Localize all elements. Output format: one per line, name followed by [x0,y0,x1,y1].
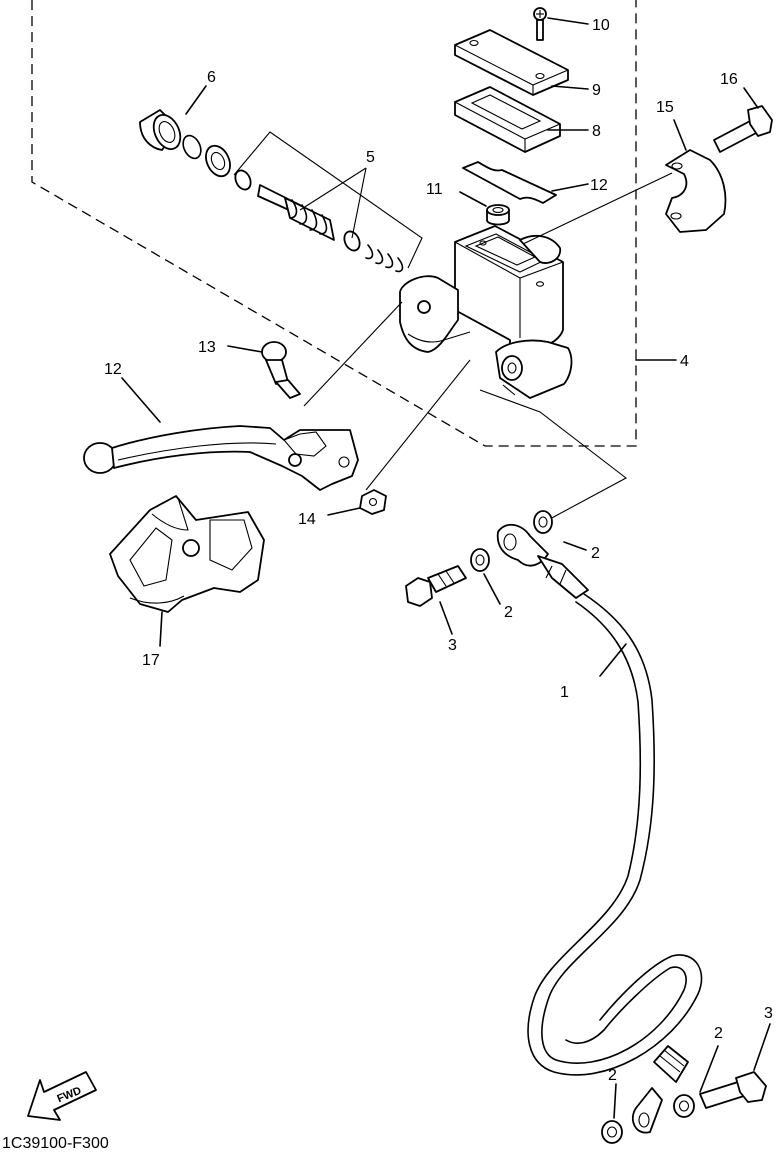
callout-2-d: 2 [608,1067,617,1084]
part-nut [327,489,387,516]
part-lever-cover [109,495,265,647]
part-lower-union [601,1023,771,1144]
part-diaphragm [462,161,589,204]
part-screw [533,7,589,41]
callout-2-a: 2 [591,545,600,562]
callout-7: 8 [592,123,601,140]
callout-3-b: 3 [764,1005,773,1022]
callout-labels: 10 9 8 12 11 6 5 15 16 4 13 12 14 17 2 2… [104,17,773,1084]
part-master-cylinder-body [399,225,573,399]
callout-8: 9 [592,82,601,99]
callout-4: 4 [680,353,689,370]
callout-12: 12 [104,361,122,378]
part-pivot-bolt [227,341,301,399]
callout-11: 12 [590,177,608,194]
part-dust-boot [139,85,231,178]
callout-2-c: 2 [714,1025,723,1042]
part-brake-hose [527,555,703,1076]
leader-lines [303,172,673,521]
callout-5: 5 [366,149,375,166]
part-diaphragm-holder [454,86,589,153]
callout-16: 16 [720,71,738,88]
fwd-arrow-icon: FWD [27,1071,97,1121]
callout-14: 14 [298,511,316,528]
callout-2-b: 2 [504,604,513,621]
callout-10: 11 [426,181,443,198]
callout-1: 1 [560,684,569,701]
callout-17: 17 [142,652,160,669]
part-reservoir-cap [454,29,589,96]
callout-9: 10 [592,17,610,34]
part-piston-kit [233,131,423,273]
callout-6: 6 [207,69,216,86]
part-clamp-bolt [713,87,773,153]
part-float [459,191,510,226]
assembly-boundary [31,0,677,447]
callout-15: 15 [656,99,674,116]
part-upper-union [405,510,587,635]
part-brake-lever [83,377,359,491]
callout-3-a: 3 [448,637,457,654]
drawing-code: 1C39100-F300 [2,1135,109,1152]
callout-13: 13 [198,339,216,356]
part-handlebar-clamp [665,119,727,233]
